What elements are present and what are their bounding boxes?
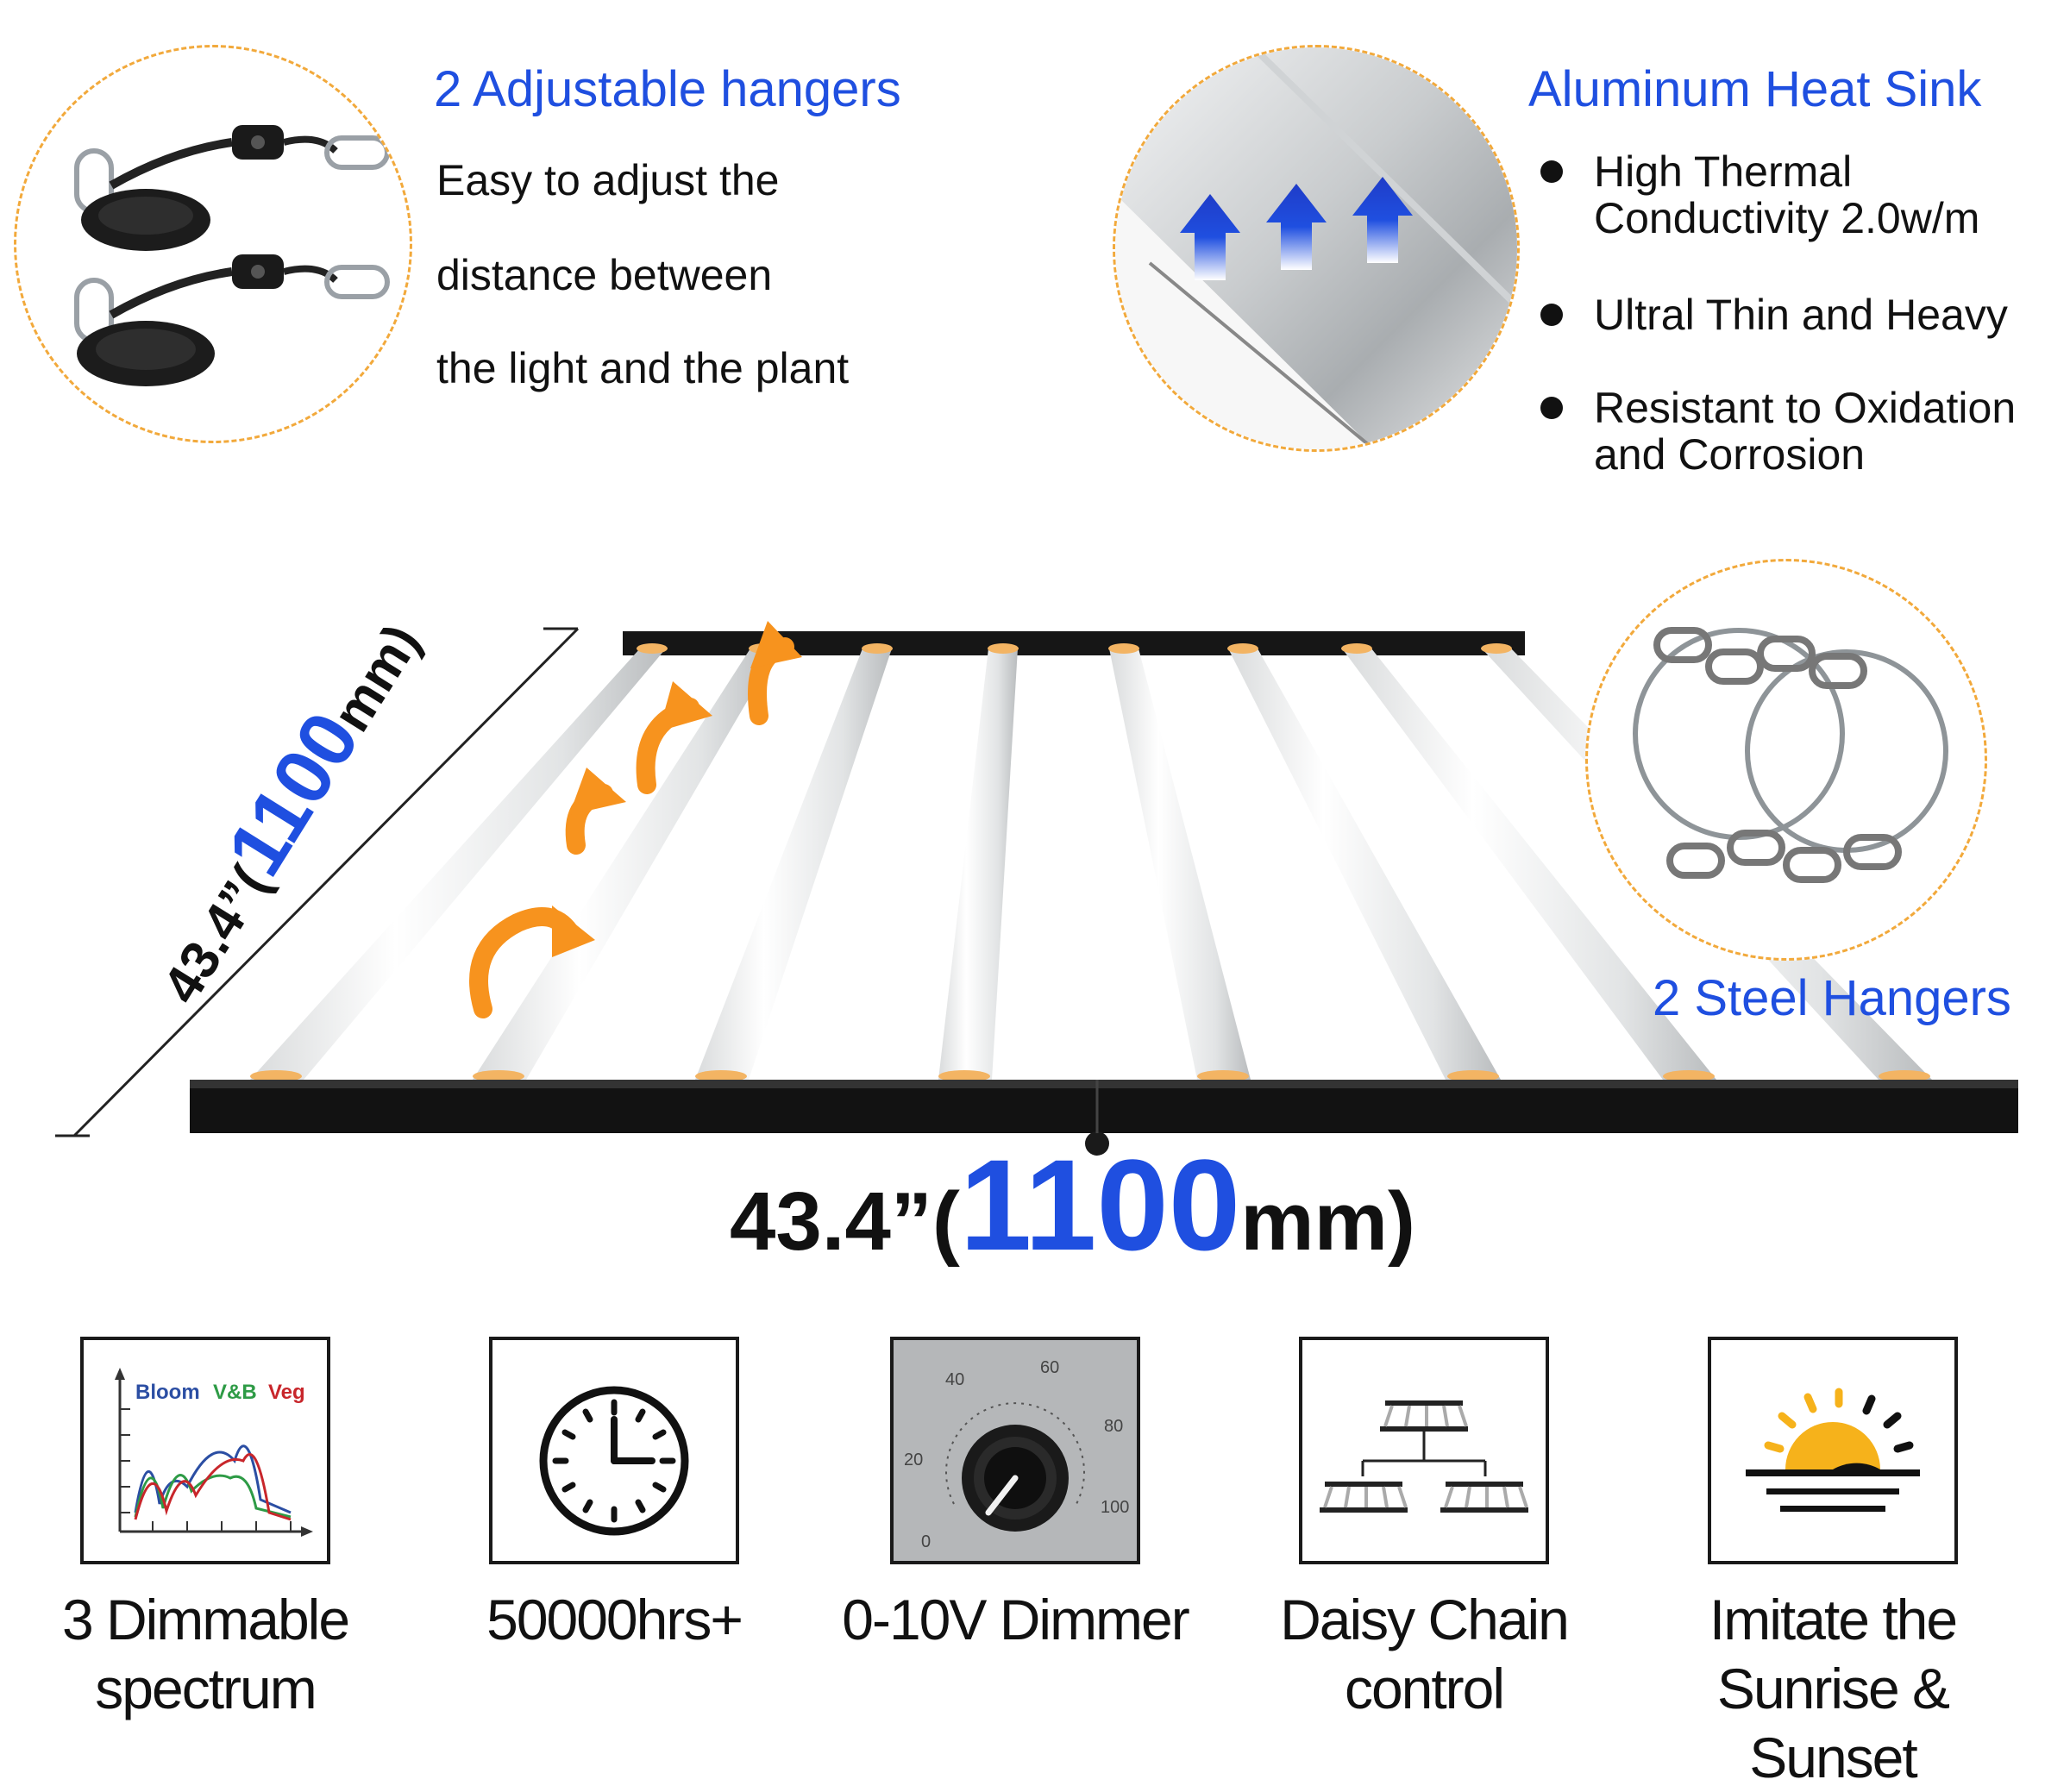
- sunrise-feature-box: [1708, 1337, 1958, 1564]
- bloom-label: Bloom: [135, 1381, 200, 1404]
- rope-ratchet-hanger-icon: [74, 125, 390, 386]
- sunrise-label-line-1: Imitate the: [1709, 1588, 1958, 1651]
- width-dimension-suffix: mm): [1240, 1175, 1415, 1268]
- lifetime-feature-label: 50000hrs+: [416, 1585, 812, 1654]
- mini-fixture-top: [1380, 1400, 1468, 1432]
- sunrise-feature-label: Imitate the Sunrise & Sunset: [1634, 1585, 2031, 1792]
- daisy-chain-label-line-2: control: [1344, 1657, 1505, 1720]
- daisy-chain-label-line-1: Daisy Chain: [1280, 1588, 1570, 1651]
- spectrum-feature-label: 3 Dimmable spectrum: [7, 1585, 404, 1723]
- steel-hangers-title: 2 Steel Hangers: [1653, 970, 2011, 1026]
- heat-sink-bullet-3-line-2: and Corrosion: [1594, 430, 1866, 479]
- heat-sink-bullet-1: High Thermal Conductivity 2.0w/m: [1540, 148, 1979, 241]
- adjustable-hangers-line-3: the light and the plant: [436, 344, 850, 392]
- dimmer-label-line-1: 0-10V Dimmer: [842, 1588, 1189, 1651]
- lifetime-label-line-1: 50000hrs+: [486, 1588, 743, 1651]
- spectrum-feature-box: Bloom V&B Veg: [80, 1337, 330, 1564]
- dimmer-scale-80: 80: [1104, 1417, 1123, 1436]
- steel-hangers-image: [1585, 559, 1987, 961]
- spectrum-chart-icon: Bloom V&B Veg: [115, 1368, 313, 1537]
- mini-fixture-right: [1440, 1482, 1528, 1513]
- lifetime-feature-box: [489, 1337, 739, 1564]
- rope-hanger-image: [14, 45, 412, 443]
- dimmer-feature-label: 0-10V Dimmer: [817, 1585, 1214, 1654]
- clock-icon: [539, 1386, 689, 1536]
- dimmer-knob-icon: 0 20 40 60 80 100: [894, 1340, 1137, 1561]
- daisy-chain-feature-label: Daisy Chain control: [1226, 1585, 1622, 1723]
- heat-sink-bullet-2-line-1: Ultral Thin and Heavy: [1594, 291, 2008, 339]
- heat-sink-bullet-3: Resistant to Oxidation and Corrosion: [1540, 385, 2016, 478]
- front-rail: [190, 1080, 2018, 1133]
- mini-fixture-left: [1320, 1482, 1408, 1513]
- width-dimension-value: 1100: [959, 1132, 1241, 1277]
- dimmer-scale-60: 60: [1040, 1358, 1059, 1377]
- dimmer-scale-100: 100: [1101, 1498, 1129, 1517]
- bullet-dot-icon: [1540, 160, 1563, 183]
- daisy-chain-feature-box: [1299, 1337, 1549, 1564]
- bullet-dot-icon: [1540, 397, 1563, 419]
- light-bar: [695, 649, 892, 1080]
- veg-label: Veg: [268, 1381, 305, 1404]
- light-bar: [250, 649, 666, 1080]
- heat-sink-bullet-2: Ultral Thin and Heavy: [1540, 291, 2008, 338]
- heat-sink-bullet-3-line-1: Resistant to Oxidation: [1594, 384, 2017, 432]
- dimmer-knob-connector: [1085, 1131, 1109, 1156]
- dimmer-scale-20: 20: [904, 1451, 923, 1469]
- adjustable-hangers-line-1: Easy to adjust the: [436, 156, 780, 204]
- spectrum-label-line-1: 3 Dimmable: [61, 1588, 350, 1651]
- heat-sink-title: Aluminum Heat Sink: [1528, 61, 1982, 117]
- heat-sink-bullet-1-line-2: Conductivity 2.0w/m: [1594, 194, 1980, 242]
- width-dimension-label: 43.4”(1100mm): [730, 1140, 1415, 1287]
- light-bar: [1342, 649, 1716, 1080]
- adjustable-hangers-line-2: distance between: [436, 251, 773, 299]
- heat-sink-bar-icon: [1115, 47, 1517, 449]
- vb-label: V&B: [213, 1381, 257, 1404]
- dimmer-scale-0: 0: [921, 1532, 931, 1551]
- heat-sink-image: [1113, 45, 1520, 452]
- sunrise-label-line-2: Sunrise & Sunset: [1716, 1657, 1950, 1789]
- adjustable-hangers-title: 2 Adjustable hangers: [434, 61, 901, 117]
- steel-wire-hanger-icon: [1633, 627, 1948, 883]
- width-dimension-prefix: 43.4”(: [730, 1175, 960, 1268]
- sunrise-icon: [1746, 1388, 1920, 1512]
- heat-sink-bullet-1-line-1: High Thermal: [1594, 147, 1853, 196]
- light-bar: [473, 649, 778, 1080]
- light-bar: [1228, 649, 1501, 1080]
- spectrum-label-line-2: spectrum: [95, 1657, 317, 1720]
- bullet-dot-icon: [1540, 304, 1563, 326]
- daisy-chain-icon: [1320, 1400, 1528, 1513]
- light-bar: [938, 649, 1018, 1080]
- dimmer-scale-40: 40: [945, 1370, 964, 1389]
- light-bar: [1109, 649, 1251, 1080]
- dimmer-feature-box: 0 20 40 60 80 100: [890, 1337, 1140, 1564]
